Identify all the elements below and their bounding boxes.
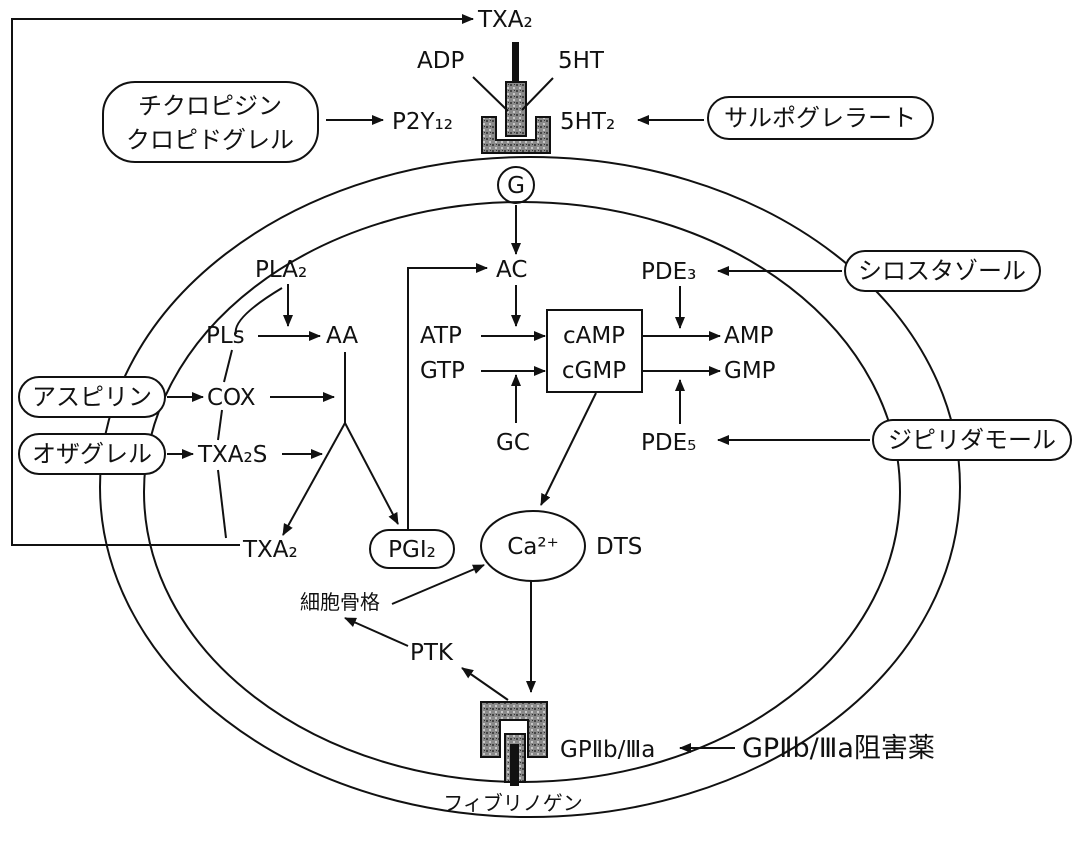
ptk-label: PTK: [410, 640, 454, 666]
adp-label: ADP: [417, 48, 464, 74]
txa2-top-label: TXA₂: [477, 7, 533, 33]
cilostazol-label: シロスタゾール: [858, 257, 1026, 285]
txa2s-label: TXA₂S: [197, 442, 267, 468]
5ht2-label: 5HT₂: [560, 109, 615, 135]
clopidogrel-label: クロピドグレル: [126, 126, 294, 154]
gp-inhibitor-label: GPⅡb/Ⅲa阻害薬: [742, 733, 935, 764]
cytoskeleton-to-calcium-arrow: [392, 565, 484, 604]
txa2-label: TXA₂: [242, 537, 298, 563]
pde5-label: PDE₅: [641, 430, 696, 456]
pls-label: PLs: [206, 323, 245, 349]
gp-to-ptk-arrow: [462, 668, 508, 700]
gtp-label: GTP: [420, 358, 465, 384]
platelet-inner-membrane: [144, 202, 900, 782]
amp-label: AMP: [724, 323, 774, 349]
p2y12-label: P2Y₁₂: [392, 109, 453, 135]
cgmp-to-calcium-arrow: [541, 393, 596, 505]
pgi2-to-ac-arrow: [408, 268, 487, 530]
aspirin-label: アスピリン: [32, 383, 152, 411]
pla2-label: PLA₂: [255, 257, 307, 283]
fibrinogen-label: フィブリノゲン: [443, 791, 583, 815]
aa-label: AA: [326, 323, 358, 349]
txa2s-to-txa2-line: [218, 470, 226, 538]
gc-label: GC: [496, 430, 530, 456]
5ht-label: 5HT: [558, 48, 605, 74]
camp-label: cAMP: [563, 323, 625, 349]
ptk-to-cytoskeleton-arrow: [345, 618, 408, 646]
pde3-label: PDE₃: [641, 259, 696, 285]
gp-receptor-label: GPⅡb/Ⅲa: [560, 737, 655, 763]
sarpogrelate-label: サルポグレラート: [724, 104, 916, 132]
atp-label: ATP: [420, 323, 462, 349]
pls-to-cox-line: [224, 350, 232, 382]
cox-label: COX: [207, 385, 256, 411]
cytoskeleton-label: 細胞骨格: [300, 590, 380, 614]
ozagrel-label: オザグレル: [32, 440, 152, 468]
cox-to-txa2s-line: [218, 410, 222, 440]
top-receptor-complex: [473, 42, 553, 153]
gmp-label: GMP: [724, 358, 776, 384]
branch-to-pgi2-arrow: [345, 423, 398, 524]
ticlopidine-label: チクロピジン: [138, 92, 282, 120]
cgmp-label: cGMP: [562, 358, 626, 384]
ac-label: AC: [496, 257, 527, 283]
gp-receptor-complex: [481, 702, 547, 786]
pgi2-label: PGI₂: [388, 537, 436, 563]
dts-label: DTS: [596, 534, 642, 560]
g-protein-label: G: [507, 173, 525, 199]
calcium-label: Ca²⁺: [507, 534, 559, 560]
branch-to-txa2-arrow: [283, 423, 345, 535]
dipyridamole-label: ジピリダモール: [888, 426, 1056, 454]
